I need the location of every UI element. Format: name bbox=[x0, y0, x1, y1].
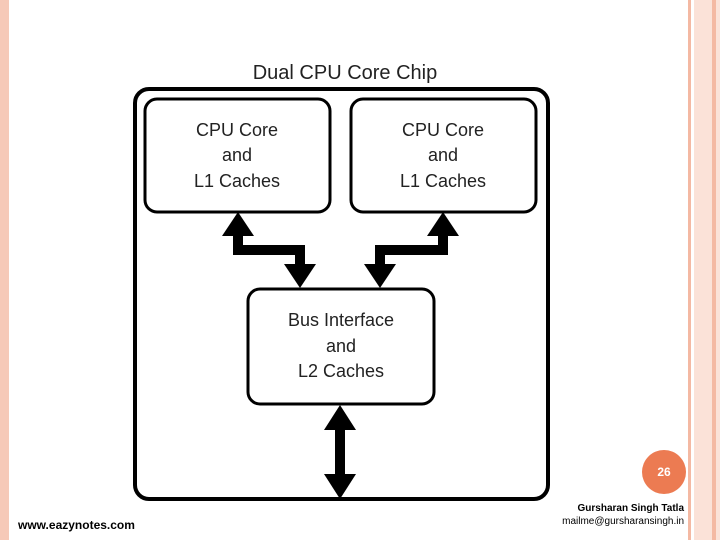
arrow-bus-to-external bbox=[324, 405, 356, 499]
author-email[interactable]: mailme@gursharansingh.in bbox=[562, 516, 684, 527]
cpu-core-right-line1: CPU Core bbox=[402, 120, 484, 140]
bus-interface-line1: Bus Interface bbox=[288, 310, 394, 330]
bus-interface-line3: L2 Caches bbox=[298, 361, 384, 381]
author-credit: Gursharan Singh Tatla mailme@gursharansi… bbox=[520, 502, 684, 528]
right-decorative-line-1 bbox=[688, 0, 691, 540]
website-link[interactable]: www.eazynotes.com bbox=[18, 518, 135, 532]
page-number-badge: 26 bbox=[642, 450, 686, 494]
author-name: Gursharan Singh Tatla bbox=[577, 503, 685, 514]
cpu-core-right-box bbox=[349, 97, 538, 214]
cpu-core-left-line1: CPU Core bbox=[196, 120, 278, 140]
cpu-core-right-line3: L1 Caches bbox=[400, 171, 486, 191]
right-decorative-line-2 bbox=[712, 0, 716, 540]
arrow-right-core-to-bus bbox=[364, 212, 459, 288]
cpu-core-right-line2: and bbox=[428, 145, 458, 165]
left-decorative-stripe bbox=[0, 0, 9, 540]
bus-interface-line2: and bbox=[326, 336, 356, 356]
cpu-core-left-line3: L1 Caches bbox=[194, 171, 280, 191]
cpu-core-left-line2: and bbox=[222, 145, 252, 165]
bus-interface-box bbox=[246, 287, 436, 406]
cpu-core-left-box bbox=[143, 97, 332, 214]
diagram-title: Dual CPU Core Chip bbox=[253, 62, 438, 84]
arrow-left-core-to-bus bbox=[222, 212, 316, 288]
